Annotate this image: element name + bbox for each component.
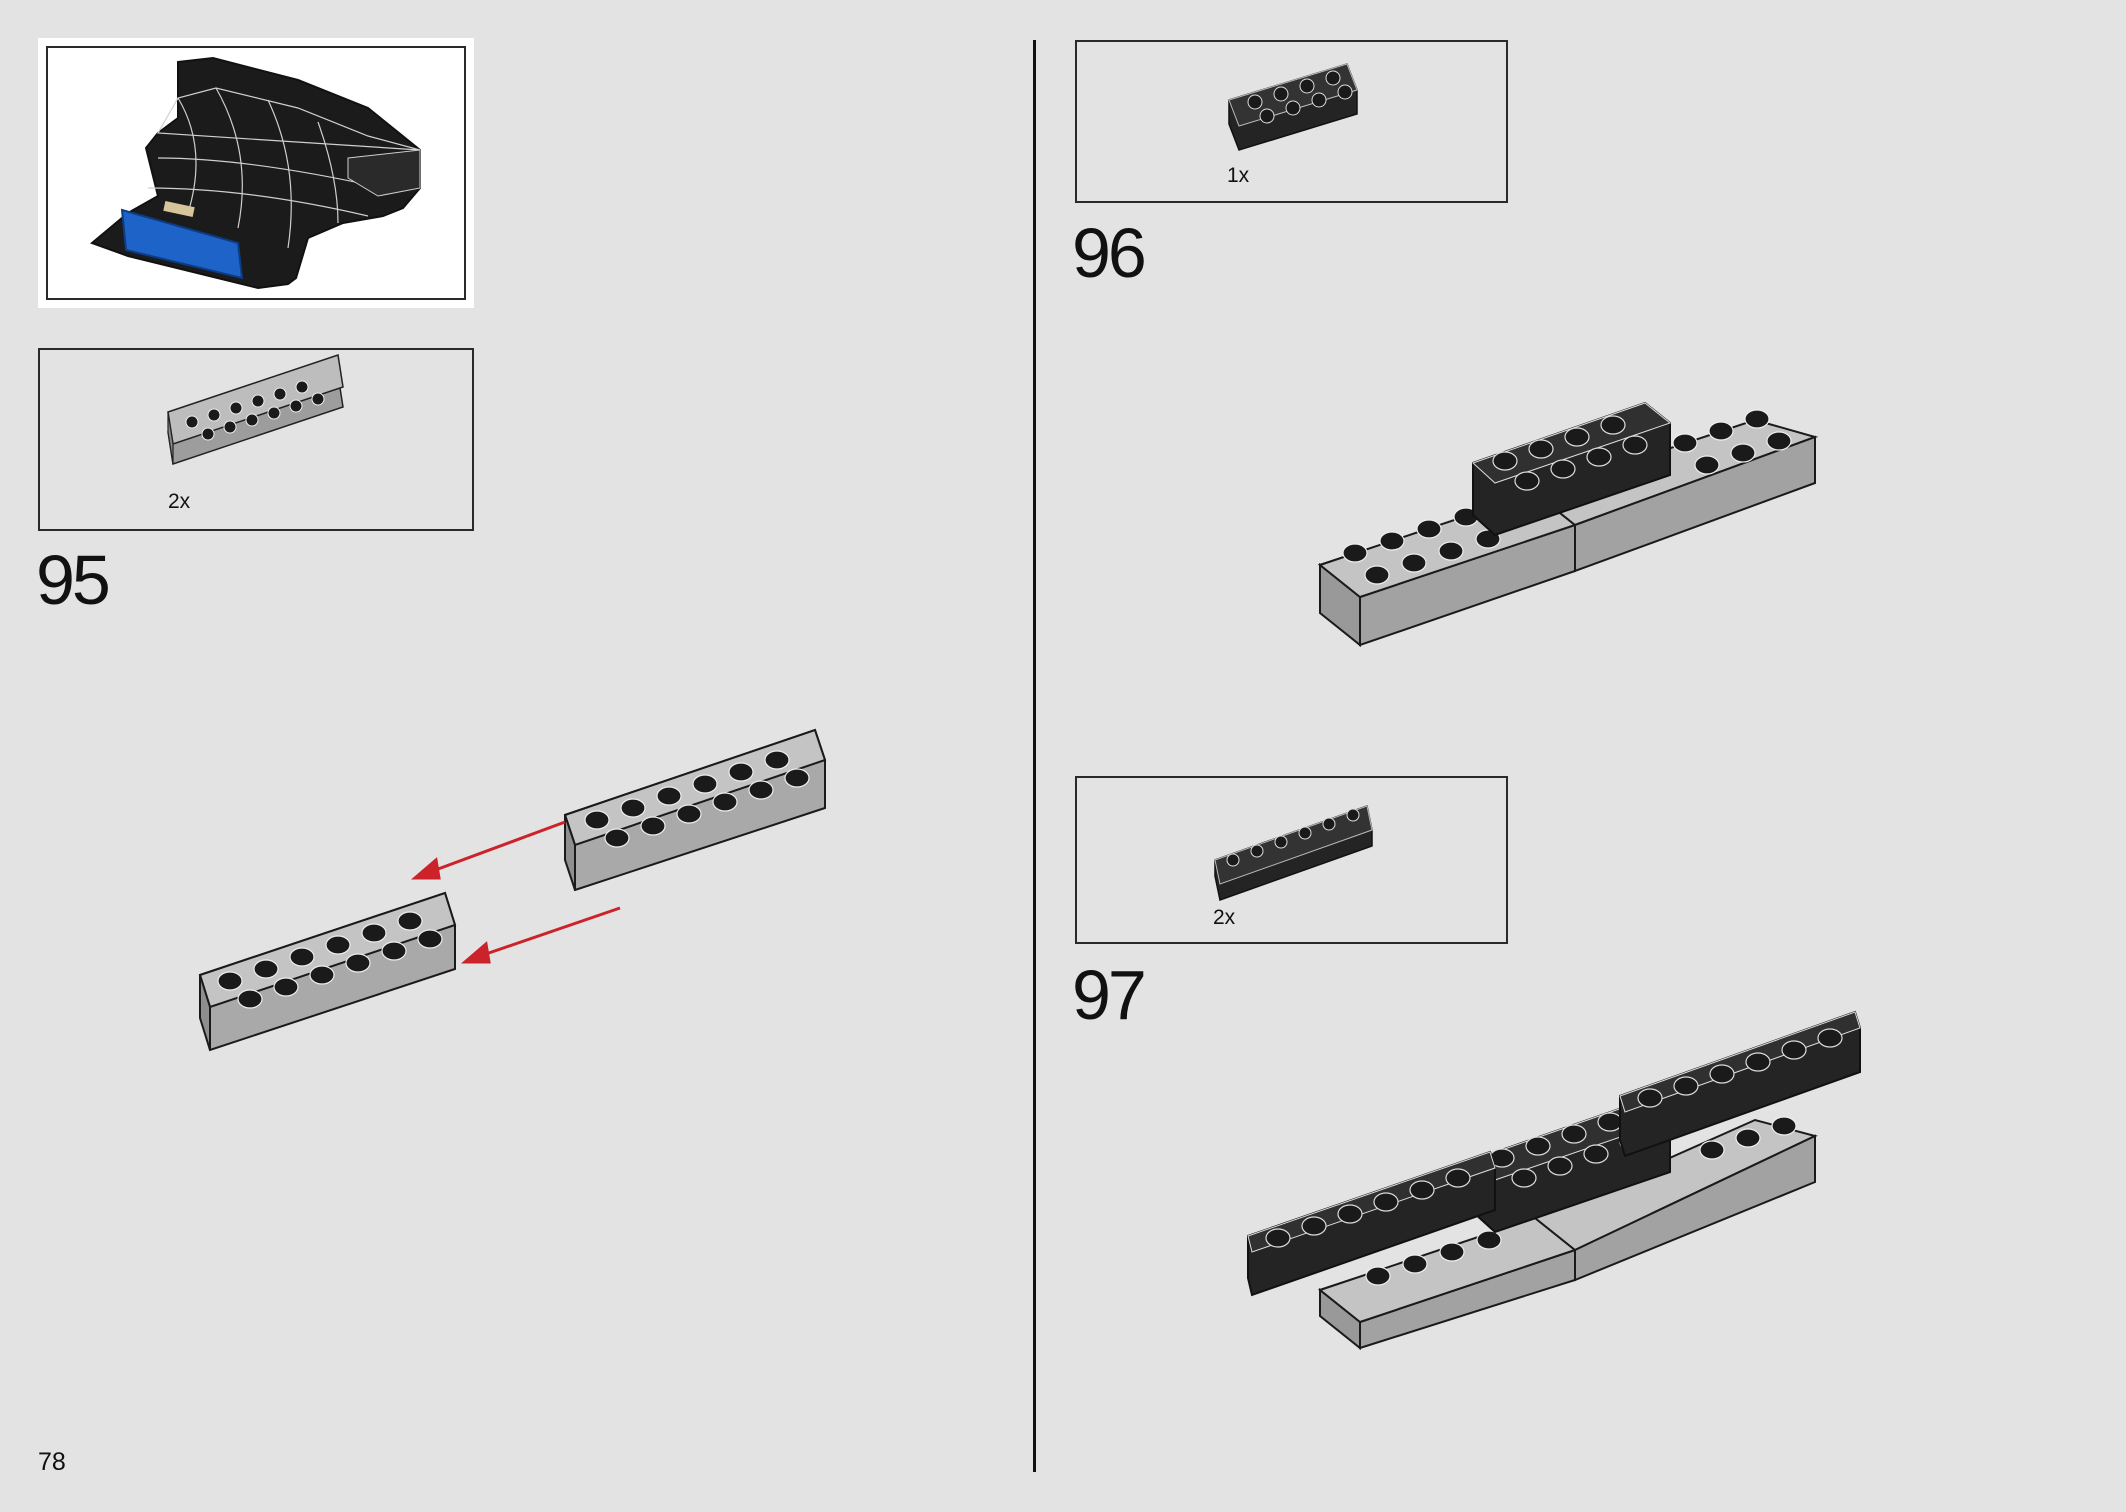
placement-arrows bbox=[410, 820, 621, 964]
parts-callout-step-96: 1x bbox=[1075, 40, 1508, 203]
part-quantity: 1x bbox=[1227, 164, 1250, 187]
brick-2x6-light-gray-placed bbox=[198, 891, 457, 1052]
step-97-illustration bbox=[1247, 1010, 1861, 1351]
parts-callout-step-97: 2x bbox=[1075, 776, 1508, 944]
step-95-illustration bbox=[198, 728, 827, 1052]
submodel-preview bbox=[38, 38, 474, 308]
page-divider bbox=[1033, 40, 1036, 1472]
brick-2x6-light-gray-icon bbox=[167, 354, 344, 465]
part-quantity: 2x bbox=[1213, 906, 1236, 929]
parts-callout-step-95: 2x bbox=[38, 348, 474, 531]
step-number: 96 bbox=[1072, 214, 1147, 292]
step-number: 95 bbox=[36, 541, 111, 619]
page-number: 78 bbox=[38, 1448, 66, 1476]
brick-1x6-black-icon bbox=[1214, 805, 1373, 901]
submodel-illustration bbox=[90, 56, 421, 290]
step-number: 97 bbox=[1072, 956, 1147, 1034]
step-96-illustration bbox=[1317, 401, 1819, 648]
brick-2x6-light-gray bbox=[563, 728, 827, 892]
brick-2x4-black-icon bbox=[1228, 63, 1358, 151]
part-quantity: 2x bbox=[168, 490, 191, 513]
